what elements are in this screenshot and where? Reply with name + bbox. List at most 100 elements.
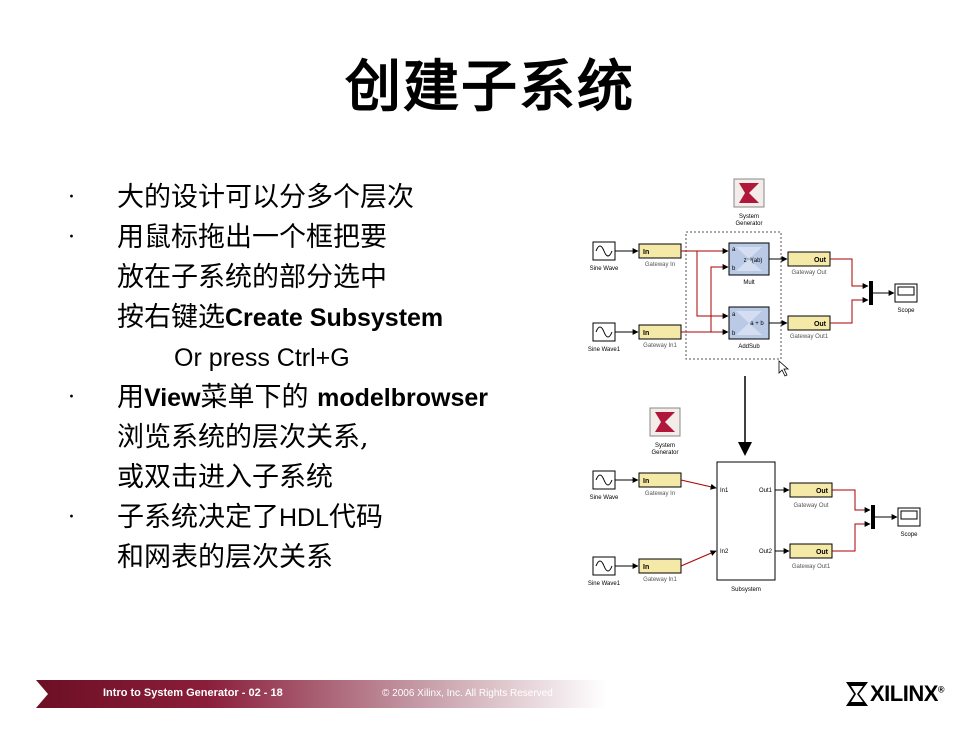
bullet-text: 按右键选Create Subsystem [117,298,443,338]
bullet-text-part: 子系统决定了 [117,502,279,533]
subsystem-label: Subsystem [731,587,761,593]
subsystem-port-out2: Out2 [759,549,773,555]
port-a: a [732,247,736,253]
bullet-item: · 用View菜单下的 modelbrowser [62,378,532,418]
sysgen-block[interactable] [649,407,681,437]
sine-wave-block[interactable] [592,241,616,261]
port-b: b [732,266,736,272]
xilinx-logo-icon [846,682,868,706]
xilinx-logo-text: XILINX® [870,681,945,707]
slide-title: 创建子系统 [345,55,635,120]
gateway-label: Gateway In [645,491,675,497]
scope-block[interactable] [897,507,921,527]
bullet-text-part: 用 [117,382,144,413]
bullet-text: 用View菜单下的 modelbrowser [117,378,488,418]
bullet-text-bold: Create Subsystem [225,304,444,332]
bullet-text-part: 按右键选 [117,302,225,333]
bottom-diagram: System Generator Sine Wave In Gateway In… [588,407,921,593]
bullet-text: 放在子系统的部分选中 [117,262,387,293]
scope-label: Scope [900,532,918,538]
footer-course: Intro to System Generator - 02 - 18 [103,687,283,699]
bullet-dot: · [68,505,75,530]
gateway-out-text: Out [814,321,827,328]
footer-bar [36,680,606,708]
sysgen-label: System [655,443,675,449]
gateway-in-text: In [643,478,649,485]
port-a: a [732,312,736,318]
bullet-text-bold: modelbrowser [317,384,488,412]
sine-wave-block[interactable] [592,322,616,342]
mult-label: Mult [743,280,755,286]
brand-name: XILINX [870,681,938,706]
gateway-label: Gateway In1 [643,343,677,349]
bullet-item: · 子系统决定了HDL代码 [62,498,532,538]
sine-wave-block[interactable] [592,470,616,490]
bullet-text-bold: View [144,384,201,412]
sysgen-label: System [739,214,759,220]
gateway-out-text: Out [816,549,829,556]
gateway-label: Gateway Out1 [792,564,831,570]
mux-block[interactable] [869,281,873,305]
subsystem-port-in2: In2 [720,549,729,555]
bullet-item: · 大的设计可以分多个层次 [62,178,532,218]
bullet-continuation: 浏览系统的层次关系, [62,418,532,458]
bullet-continuation: 放在子系统的部分选中 [62,258,532,298]
gateway-label: Gateway Out [793,503,828,509]
sine-label: Sine Wave1 [588,347,621,353]
bullet-item: · 用鼠标拖出一个框把要 [62,218,532,258]
gateway-in-text: In [643,330,649,337]
bullet-continuation: 和网表的层次关系 [62,538,532,578]
bullet-text-latin: HDL [279,504,330,532]
gateway-out-text: Out [814,257,827,264]
mux-block[interactable] [871,505,875,529]
gateway-label: Gateway Out1 [790,334,829,340]
bullet-text: 和网表的层次关系 [117,542,333,573]
sysgen-label: Generator [651,450,678,456]
bullet-text: 子系统决定了HDL代码 [117,498,383,538]
selection-rect [685,231,782,360]
gateway-in-text: In [643,564,649,571]
sine-label: Sine Wave1 [588,581,621,587]
sine-label: Sine Wave [590,266,619,272]
top-diagram: System Generator Sine Wave In Gateway In… [588,178,918,377]
bullet-text: 用鼠标拖出一个框把要 [117,222,387,253]
bullet-text-part: 菜单下的 [200,382,318,413]
gateway-label: Gateway In1 [643,577,677,583]
scope-block[interactable] [894,283,918,303]
mult-block[interactable] [728,242,770,276]
gateway-in-text: In [643,249,649,256]
footer-notch-icon [36,680,48,708]
port-b: b [732,331,736,337]
bullet-list: · 大的设计可以分多个层次 · 用鼠标拖出一个框把要 放在子系统的部分选中 按右… [62,178,532,578]
addsub-expr: a + b [750,321,764,327]
bullet-dot: · [68,185,75,210]
registered-mark: ® [937,684,945,695]
sysgen-block[interactable] [733,178,765,208]
gateway-label: Gateway In [645,262,675,268]
sysgen-label: Generator [735,221,762,227]
sine-wave-block[interactable] [592,556,616,576]
subsystem-port-in1: In1 [720,488,729,494]
scope-label: Scope [897,308,915,314]
footer-copyright: © 2006 Xilinx, Inc. All Rights Reserved [382,688,553,699]
addsub-block[interactable] [728,306,770,340]
bullet-text: 大的设计可以分多个层次 [117,182,414,213]
bullet-dot: · [68,385,75,410]
bullet-continuation: 或双击进入子系统 [62,458,532,498]
bullet-text: 或双击进入子系统 [117,462,333,493]
bullet-dot: · [68,225,75,250]
gateway-label: Gateway Out [791,270,826,276]
mouse-cursor-icon [778,360,790,377]
bullet-subline: Or press Ctrl+G [62,338,532,378]
bullet-text-part: 代码 [329,502,384,533]
gateway-out-text: Out [816,488,829,495]
addsub-label: AddSub [738,344,760,350]
arrow-head-icon [738,442,752,456]
sine-label: Sine Wave [590,495,619,501]
bullet-text: 浏览系统的层次关系, [117,422,369,453]
mult-expr: z⁻³(ab) [744,258,763,264]
subsystem-block[interactable] [716,461,776,581]
bullet-text: Or press Ctrl+G [174,344,350,372]
subsystem-port-out1: Out1 [759,488,773,494]
